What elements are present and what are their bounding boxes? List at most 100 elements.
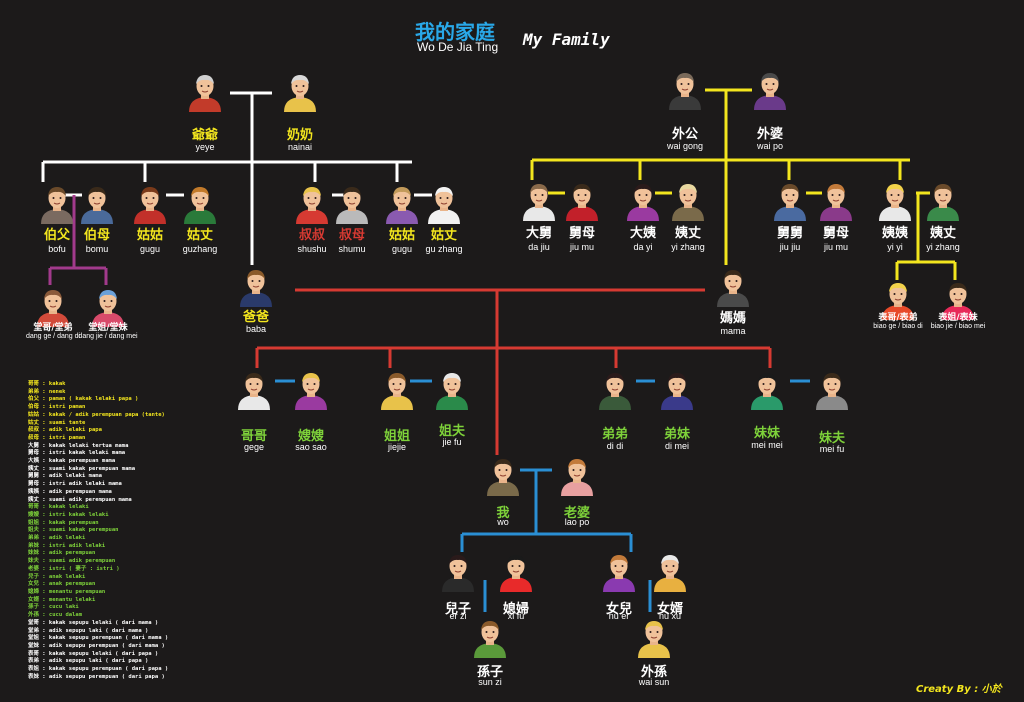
person-pinyin: wai po (756, 141, 783, 151)
person-portrait-icon (927, 184, 959, 221)
person-pinyin: dang ge / dang di (25, 333, 81, 340)
person-portrait-icon (37, 290, 69, 327)
person-portrait-icon (942, 283, 974, 320)
person-portrait-icon (751, 373, 783, 410)
person-pinyin: nu xu (658, 611, 682, 621)
person-portrait-icon (189, 75, 221, 112)
person-pinyin: sao sao (295, 442, 327, 452)
person-portrait-icon (561, 459, 593, 496)
person-pinyin: di mei (664, 441, 689, 451)
person-portrait-icon (774, 184, 806, 221)
person-pinyin: gu zhang (425, 244, 463, 254)
person-portrait-icon (566, 184, 598, 221)
person-portrait-icon (669, 73, 701, 110)
legend-entry: 弟弟 : nenek (28, 388, 66, 395)
person-pinyin: bomu (85, 244, 109, 254)
legend-entry: 姨丈 : suami kakak perempuan mama (28, 465, 136, 472)
person-pinyin: biao jie / biao mei (930, 323, 986, 330)
person-hanzi: 堂姐/堂妹 (88, 323, 128, 333)
person-pinyin: nu er (608, 611, 630, 621)
page-title-english: My Family (523, 30, 610, 49)
person-hanzi: 姑姑 (388, 228, 415, 243)
person-hanzi: 姑丈 (430, 228, 457, 243)
person-hanzi: 外孫 (640, 665, 667, 680)
person-hanzi: 大姨 (629, 226, 656, 241)
person-portrait-icon (284, 75, 316, 112)
page-title: 我的家庭 (415, 20, 495, 44)
legend-entry: 姨姨 : adik perempuan mama (28, 488, 112, 495)
maternal-connectors (530, 88, 957, 280)
person-portrait-icon (474, 621, 506, 658)
person-hanzi: 女婿 (656, 602, 683, 617)
legend-entry: 舅舅 : adik lelaki mama (28, 473, 102, 480)
legend-entry: 舅母 : istri kakak lelaki mama (28, 450, 126, 457)
person-portrait-icon (882, 283, 914, 320)
person-portrait-icon (184, 187, 216, 224)
person-portrait-icon (336, 187, 368, 224)
legend-entry: 外孫 : cucu dalam (28, 612, 83, 619)
core-family-connectors (255, 288, 772, 455)
person-hanzi: 姨丈 (674, 226, 701, 241)
page-title-pinyin: Wo De Jia Ting (417, 40, 499, 54)
legend-entry: 老婆 : istri ( 妻子 : istri ) (28, 565, 120, 572)
person-pinyin: yi zhang (926, 242, 960, 252)
person-hanzi: 弟妹 (663, 427, 690, 442)
person-portrait-icon (295, 373, 327, 410)
legend-entry: 妹妹 : adik perempuan (28, 550, 96, 557)
person-pinyin: mama (720, 326, 746, 336)
person-portrait-icon (603, 555, 635, 592)
legend-entry: 姨丈 : suami adik perempuan mama (28, 496, 132, 503)
person-hanzi: 伯父 (43, 228, 70, 243)
person-portrait-icon (638, 621, 670, 658)
person-portrait-icon (654, 555, 686, 592)
person-pinyin: yeye (195, 142, 215, 152)
person-hanzi: 舅舅 (776, 226, 803, 241)
person-pinyin: da jiu (528, 242, 550, 252)
person-portrait-icon (820, 184, 852, 221)
person-pinyin: da yi (633, 242, 653, 252)
person-portrait-icon (240, 270, 272, 307)
person-pinyin: mei mei (751, 440, 783, 450)
person-pinyin: gugu (391, 244, 413, 254)
legend-entry: 大舅 : kakak lelaki tertua mama (28, 442, 129, 449)
legend-entry: 姐姐 : kakak perempuan (28, 519, 99, 526)
person-pinyin: guzhang (182, 244, 218, 254)
legend-entry: 兒子 : anak lelaki (28, 573, 86, 580)
legend-entry: 堂妹 : adik sepupu perempuan ( dari mama ) (28, 642, 165, 649)
person-portrait-icon (816, 373, 848, 410)
person-portrait-icon (436, 373, 468, 410)
person-portrait-icon (672, 184, 704, 221)
person-hanzi: 表哥/表弟 (878, 313, 918, 323)
person-portrait-icon (428, 187, 460, 224)
paternal-connectors (41, 91, 432, 265)
legend-entry: 舅母 : istri adik lelaki mama (28, 481, 122, 488)
person-hanzi: 兒子 (444, 602, 471, 617)
person-hanzi: 伯母 (83, 228, 110, 243)
legend-entry: 哥哥 : kakak (28, 381, 66, 387)
person-hanzi: 姑丈 (186, 228, 213, 243)
person-portrait-icon (879, 184, 911, 221)
person-portrait-icon (442, 555, 474, 592)
legend-entry: 堂弟 : adik sepupu laki ( dari mama ) (28, 627, 149, 634)
person-pinyin: jiejie (387, 442, 406, 452)
person-pinyin: gege (243, 442, 265, 452)
person-pinyin: wai sun (638, 677, 670, 687)
person-pinyin: er zi (449, 611, 467, 621)
person-pinyin: xi fu (507, 611, 525, 621)
legend-entry: 姐夫 : suami kakak perempuan (28, 527, 119, 534)
person-hanzi: 外婆 (756, 127, 783, 142)
person-portrait-icon (627, 184, 659, 221)
person-pinyin: dang jie / dang mei (78, 333, 138, 340)
person-pinyin: mei fu (819, 444, 845, 454)
credit-text: Creaty By : 小於 (916, 684, 1002, 695)
person-portrait-icon (381, 373, 413, 410)
person-hanzi: 外公 (671, 127, 698, 142)
person-pinyin: sun zi (478, 677, 502, 687)
person-hanzi: 舅母 (822, 226, 849, 241)
person-hanzi: 爸爸 (242, 310, 269, 325)
person-pinyin: shumu (338, 244, 366, 254)
person-pinyin: jie fu (442, 437, 462, 447)
person-pinyin: jiu mu (823, 242, 848, 252)
person-pinyin: gugu (139, 244, 161, 254)
